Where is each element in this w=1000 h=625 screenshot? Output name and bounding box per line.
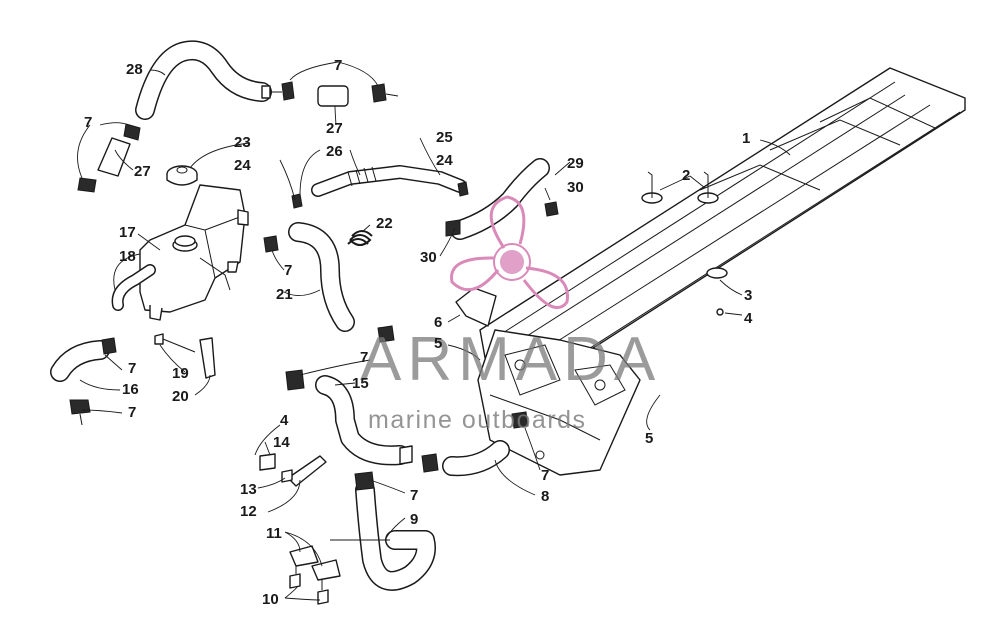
stud-washer-set [641,171,728,316]
callout-7-reservoir: 7 [284,262,292,279]
hose-8 [421,440,510,477]
heat-exchanger-assembly [477,67,966,476]
hose-21 [263,222,355,332]
callout-1: 1 [742,130,750,147]
logo-blade-top [489,195,526,249]
callout-27-top: 27 [326,120,343,137]
callout-19: 19 [172,365,189,382]
watermark-brand: ARMADA [360,325,661,394]
leader-lines [77,61,791,601]
callout-2: 2 [682,167,690,184]
clamp-5 [377,325,529,429]
callout-27-left: 27 [134,163,151,180]
brackets-11 [289,539,390,605]
spring-22 [347,230,373,246]
logo-blade-right [522,266,569,310]
hose-15 [285,369,413,466]
callout-30-right: 30 [567,179,584,196]
callout-15: 15 [352,375,369,392]
callout-7-hose9: 7 [410,487,418,504]
coolant-reservoir [139,184,249,321]
callout-11: 11 [266,525,282,542]
callout-7-hose16-bottom: 7 [128,404,136,421]
pipe-29 [445,158,559,240]
callout-23: 23 [234,134,251,151]
callout-24-right: 24 [436,152,453,169]
callout-8: 8 [541,488,549,505]
callout-13: 13 [240,481,257,498]
callouts: 1 2 3 4 4 5 5 6 7 7 7 7 7 7 7 7 7 8 9 10… [84,57,753,608]
callout-29: 29 [567,155,584,172]
watermark-tagline: marine outboards [368,406,587,434]
callout-12: 12 [240,503,257,520]
callout-30-left: 30 [420,249,437,266]
callout-4-right: 4 [744,310,753,327]
overflow-tube [111,264,156,311]
propeller-logo [450,195,569,310]
logo-core [500,250,524,274]
callout-5-center: 5 [434,335,442,352]
callout-25: 25 [436,129,453,146]
callout-14: 14 [273,434,290,451]
callout-7-hose15: 7 [360,349,368,366]
callout-28: 28 [126,61,143,78]
mount-bracket [259,453,327,487]
callout-7-hose16-top: 7 [128,360,136,377]
coupler-27-top [270,81,399,107]
hose-9 [354,471,436,591]
callout-10: 10 [262,591,279,608]
callout-18: 18 [119,248,136,265]
bolt-bracket [154,333,216,379]
callout-20: 20 [172,388,189,405]
callout-24-left: 24 [234,157,251,174]
callout-7-hose8: 7 [541,467,549,484]
logo-blade-left [450,256,500,292]
heat-shield [455,287,497,327]
callout-6: 6 [434,314,442,331]
hose-28 [135,40,272,120]
callout-17: 17 [119,224,136,241]
callout-7-top: 7 [334,57,342,74]
callout-4-left: 4 [280,412,289,429]
coupler-27-left [77,123,141,193]
callout-16: 16 [122,381,139,398]
hose-26 [291,165,469,209]
callout-7-left: 7 [84,114,92,131]
callout-21: 21 [276,286,293,303]
radiator-cap [166,165,198,186]
callout-26: 26 [326,143,343,160]
watermark: ARMADA marine outboards [360,195,661,434]
callout-9: 9 [410,511,418,528]
callout-3: 3 [744,287,752,304]
callout-5-right: 5 [645,430,653,447]
hose-16 [50,337,117,426]
callout-22: 22 [376,215,393,232]
